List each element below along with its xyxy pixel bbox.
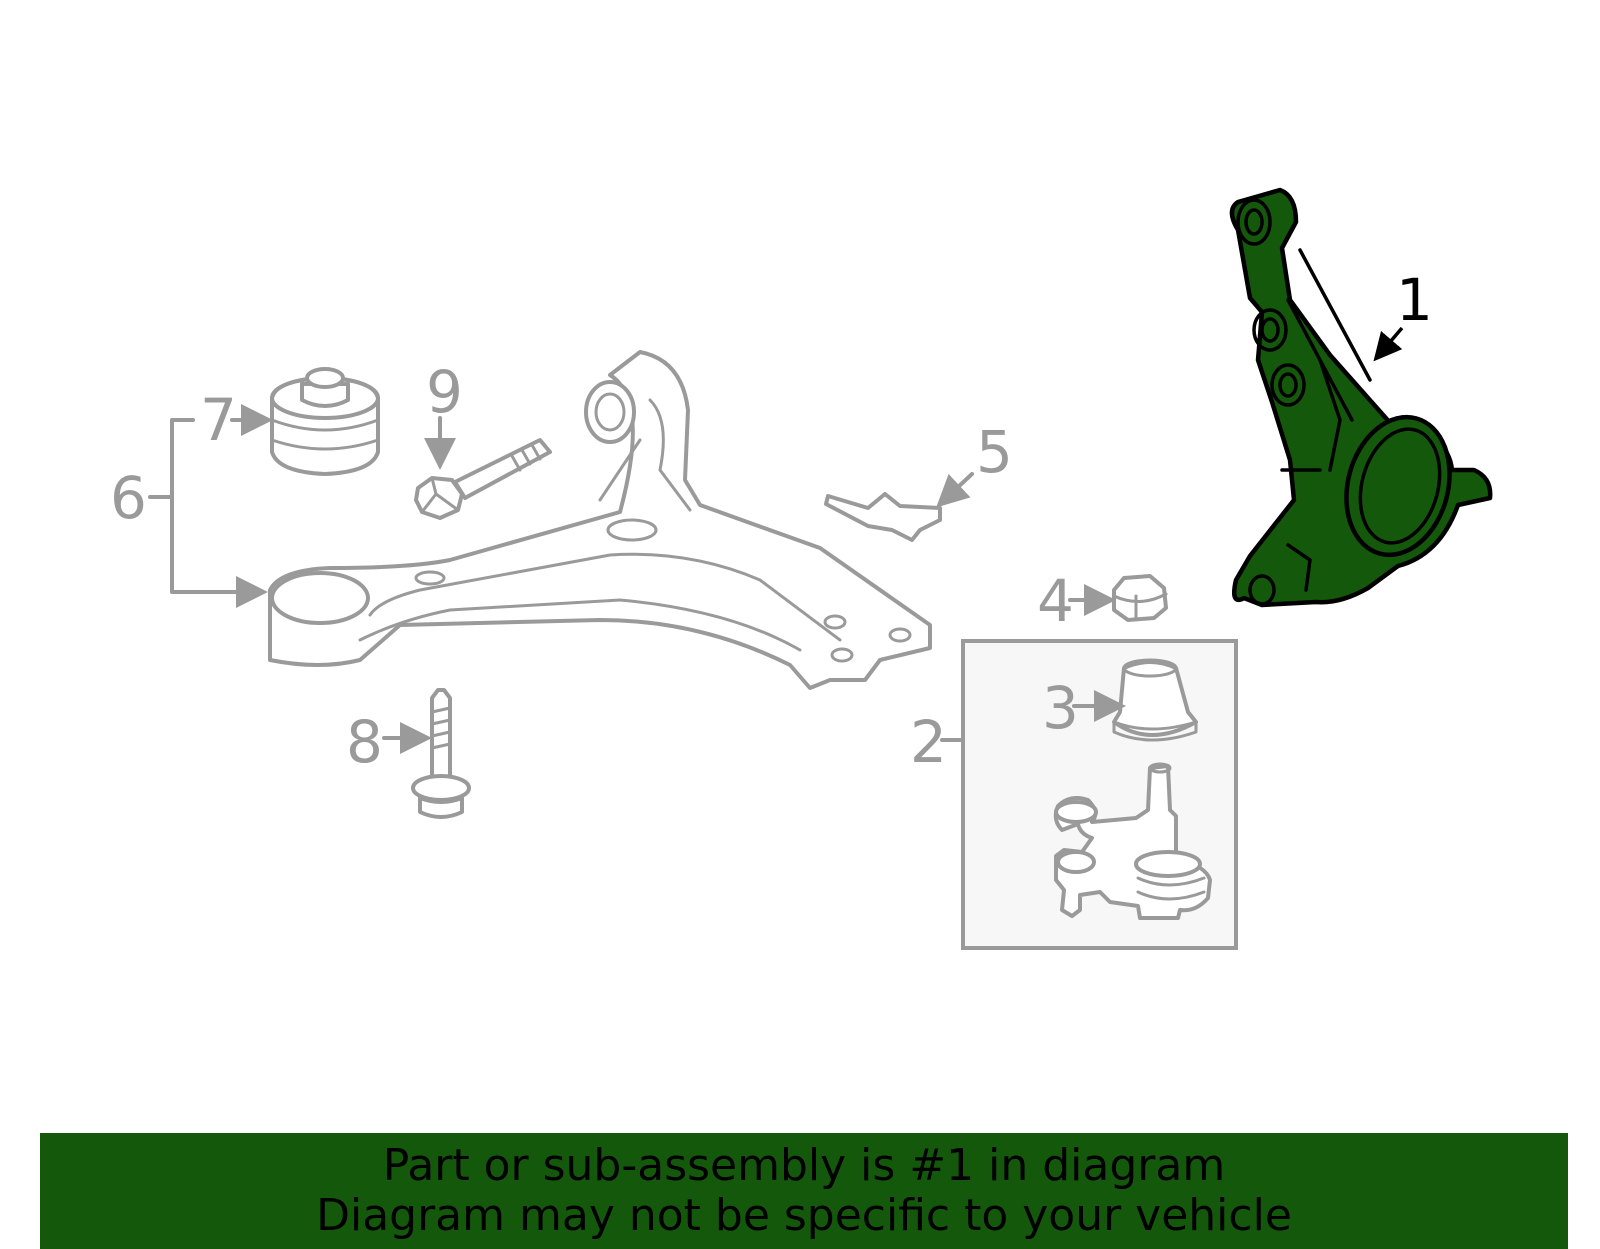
bolt-8-part bbox=[411, 688, 471, 819]
callout-9: 9 bbox=[426, 358, 463, 426]
callout-8: 8 bbox=[346, 708, 383, 776]
banner-line-1: Part or sub-assembly is #1 in diagram bbox=[382, 1140, 1226, 1191]
info-banner: Part or sub-assembly is #1 in diagram Di… bbox=[40, 1133, 1568, 1249]
callout-1: 1 bbox=[1396, 266, 1433, 334]
callout-6-bracket bbox=[170, 418, 268, 608]
bushing-part bbox=[270, 367, 380, 476]
bolt-9-part bbox=[414, 438, 552, 520]
callout-6: 6 bbox=[110, 464, 147, 532]
ball-joint-part bbox=[1053, 762, 1212, 920]
lower-control-arm-part bbox=[268, 350, 932, 690]
dust-boot-part bbox=[1112, 658, 1198, 742]
callout-1-leader bbox=[1373, 326, 1404, 362]
callout-4: 4 bbox=[1037, 567, 1074, 635]
callout-5: 5 bbox=[976, 418, 1013, 486]
callout-2: 2 bbox=[910, 708, 947, 776]
nut-part bbox=[1112, 574, 1168, 622]
callout-3: 3 bbox=[1042, 674, 1079, 742]
callout-5-leader bbox=[936, 472, 974, 508]
steering-knuckle-part bbox=[1229, 187, 1493, 608]
clip-part bbox=[824, 492, 942, 542]
callout-7: 7 bbox=[200, 386, 237, 454]
banner-line-2: Diagram may not be specific to your vehi… bbox=[316, 1190, 1292, 1241]
